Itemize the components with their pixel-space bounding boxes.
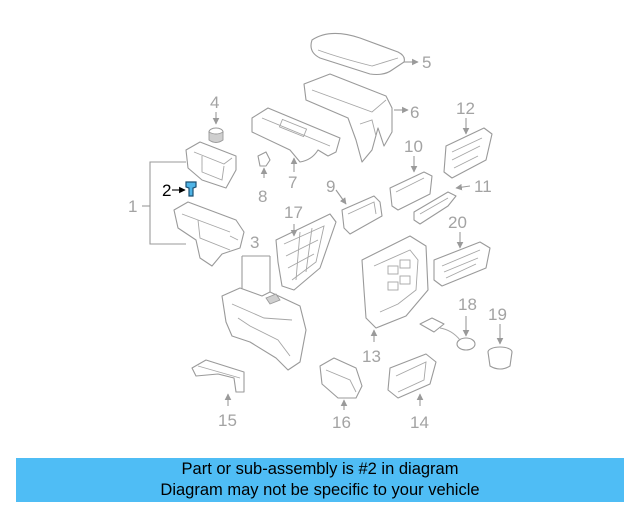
callout-6: 6 xyxy=(410,103,419,122)
callout-1: 1 xyxy=(128,197,137,216)
part-19-cup-holder: 19 xyxy=(487,305,513,370)
part-12-switch-bezel: 12 xyxy=(443,99,493,179)
part-2-highlighted-fastener: 2 xyxy=(162,181,197,200)
part-9-switch-panel: 9 xyxy=(326,177,383,235)
part-15-bracket: 15 xyxy=(191,359,245,430)
callout-8: 8 xyxy=(258,187,267,206)
part-11-trim-plate: 11 xyxy=(413,177,492,225)
part-18-connector: 18 xyxy=(419,295,477,351)
callout-9: 9 xyxy=(326,177,335,196)
callout-16: 16 xyxy=(332,413,351,432)
callout-3: 3 xyxy=(250,233,259,252)
part-16-storage-bin: 16 xyxy=(319,357,363,432)
callout-12: 12 xyxy=(456,99,475,118)
callout-10: 10 xyxy=(404,137,423,156)
callout-7: 7 xyxy=(288,173,297,192)
callout-19: 19 xyxy=(488,305,507,324)
banner-line-part-number: Part or sub-assembly is #2 in diagram xyxy=(181,460,459,478)
callout-11: 11 xyxy=(474,177,492,196)
callout-2: 2 xyxy=(162,181,171,200)
part-4-knob: 4 xyxy=(208,93,224,143)
banner-line-disclaimer: Diagram may not be specific to your vehi… xyxy=(160,481,480,499)
callout-20: 20 xyxy=(448,213,467,232)
part-17-side-panel: 17 xyxy=(275,203,337,291)
part-6-armrest-base: 6 xyxy=(303,73,419,163)
callout-17: 17 xyxy=(284,203,303,222)
callout-5: 5 xyxy=(422,53,431,72)
callout-13: 13 xyxy=(362,347,381,366)
part-7-tray: 7 xyxy=(251,107,341,192)
part-5-armrest-lid: 5 xyxy=(310,32,431,76)
callout-15: 15 xyxy=(218,411,237,430)
part-8-clip: 8 xyxy=(257,151,271,206)
part-14-tray: 14 xyxy=(387,353,437,432)
callout-14: 14 xyxy=(410,413,429,432)
part-3-console-base: 3 xyxy=(221,233,307,371)
info-banner: Part or sub-assembly is #2 in diagram Di… xyxy=(16,458,624,502)
callout-4: 4 xyxy=(210,93,219,112)
callout-18: 18 xyxy=(458,295,477,314)
part-10-trim-panel: 10 xyxy=(389,137,433,211)
part-20-vent: 20 xyxy=(433,213,491,287)
parts-diagram: 5 6 7 4 8 1 xyxy=(128,32,513,432)
part-13-rear-console-panel: 13 xyxy=(361,235,429,366)
part-1-console-box-bracket: 1 xyxy=(128,141,245,267)
